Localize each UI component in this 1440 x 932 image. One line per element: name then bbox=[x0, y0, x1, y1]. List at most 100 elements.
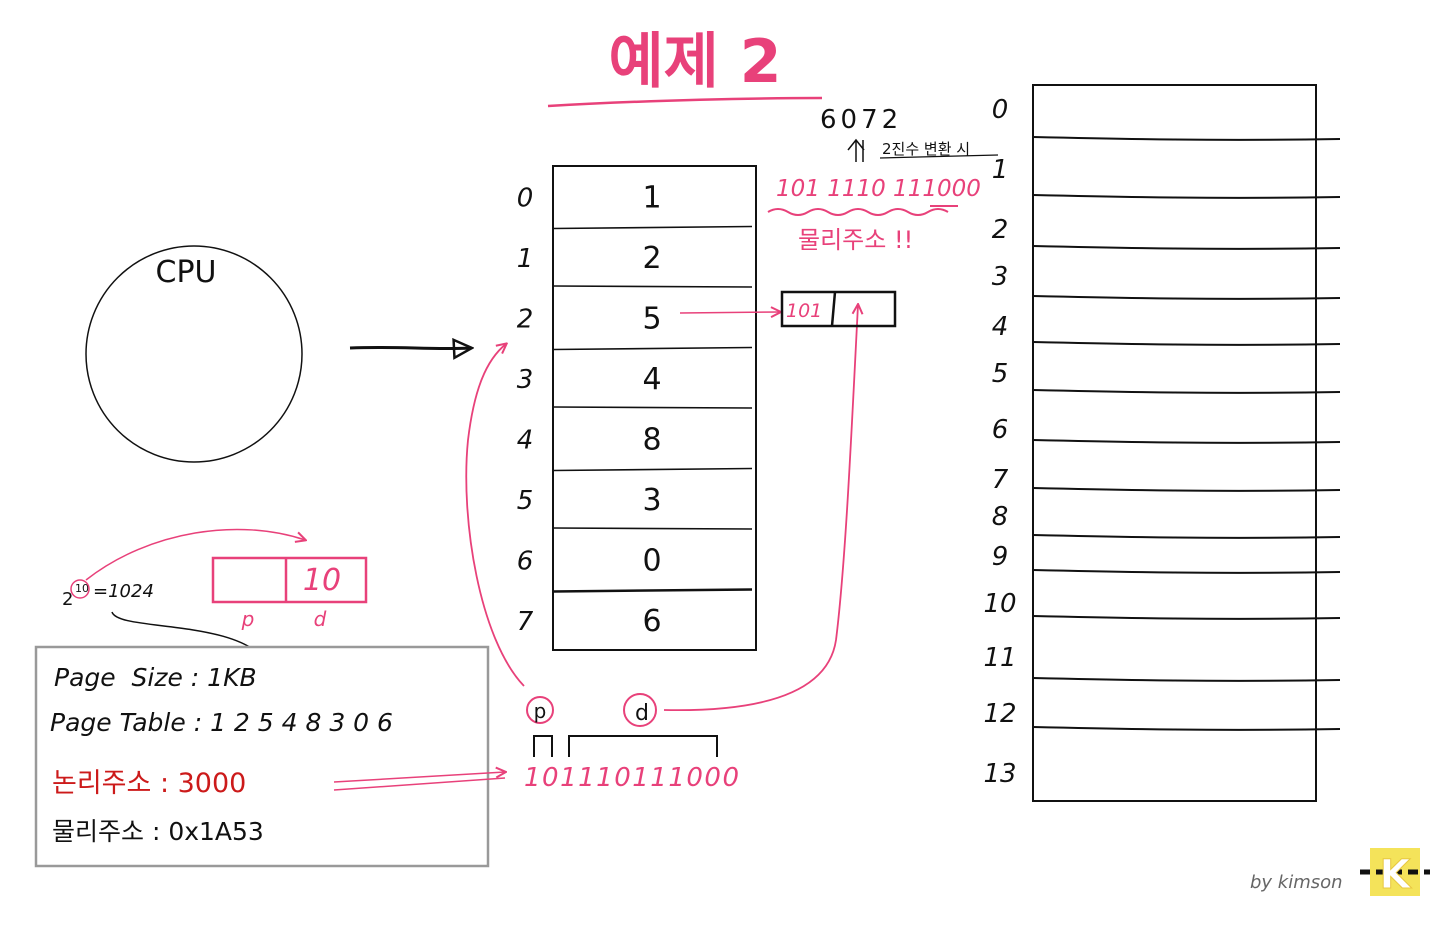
memory-row-line bbox=[1032, 136, 1341, 141]
page-index: 5 bbox=[517, 486, 534, 516]
offset-bits-count: 10 bbox=[303, 563, 341, 598]
memory-row-line bbox=[1032, 341, 1341, 346]
frame-number: 8 bbox=[642, 422, 661, 457]
frame-number: 4 bbox=[642, 362, 661, 397]
logical-to-bits-arrow bbox=[333, 772, 505, 783]
frame-index: 10 bbox=[983, 589, 1016, 619]
logical-to-bits-arrow-2 bbox=[333, 777, 506, 791]
page-table-row-line bbox=[552, 225, 753, 230]
frame-number: 2 bbox=[642, 241, 661, 276]
memory-row-line bbox=[1032, 677, 1341, 682]
frame-copy-arrow bbox=[679, 312, 780, 313]
offset-copy-arrow bbox=[663, 305, 858, 712]
physical-decimal: 6072 bbox=[820, 105, 902, 135]
page-index-lookup-arrow bbox=[465, 344, 525, 687]
frame-index: 4 bbox=[992, 312, 1009, 342]
page-index: 0 bbox=[517, 183, 534, 213]
page-table-row-line bbox=[552, 346, 753, 351]
frame-index: 7 bbox=[992, 465, 1009, 495]
frame-index: 3 bbox=[992, 262, 1009, 292]
logical-address-bits: 101110111000 bbox=[524, 763, 741, 793]
info-box bbox=[34, 645, 490, 868]
split-label-d: d bbox=[314, 607, 327, 631]
page-index: 2 bbox=[517, 304, 534, 334]
conversion-note-underline bbox=[879, 154, 999, 159]
physical-register-divider bbox=[830, 291, 837, 327]
exponent-to-offset-arrow bbox=[85, 528, 305, 581]
frame-index: 11 bbox=[983, 643, 1016, 673]
frame-number: 5 bbox=[642, 301, 661, 336]
info-logical-address: 논리주소 : 3000 bbox=[52, 768, 246, 799]
page-table-row-line bbox=[552, 285, 753, 288]
frame-number: 1 bbox=[642, 180, 661, 215]
physical-binary: 101 1110 111000 bbox=[776, 176, 981, 202]
info-physical-address: 물리주소 : 0x1A53 bbox=[52, 817, 264, 846]
exponent-circle bbox=[70, 579, 90, 599]
page-table-frames: 1 2 5 4 8 3 0 6 bbox=[642, 180, 661, 639]
offset-bits-marker-label: d bbox=[635, 701, 649, 726]
memory-row-line bbox=[1032, 295, 1341, 300]
cpu-label: CPU bbox=[156, 255, 217, 290]
cpu-to-table-arrow bbox=[349, 347, 472, 348]
frame-number: 3 bbox=[642, 483, 661, 518]
conversion-note: 2진수 변환 시 bbox=[882, 140, 970, 158]
address-split-box bbox=[211, 556, 368, 604]
page-table-row-lines bbox=[552, 225, 753, 593]
page-table-row-line bbox=[552, 467, 753, 472]
frame-index: 6 bbox=[992, 415, 1009, 445]
power-exponent: 10 bbox=[75, 582, 89, 595]
memory-row-line bbox=[1032, 726, 1341, 731]
cpu-circle bbox=[85, 245, 303, 463]
frame-index: 13 bbox=[983, 759, 1016, 789]
page-table-row-line bbox=[552, 588, 753, 593]
page-table-row-line bbox=[552, 527, 753, 530]
page-table: 0 1 2 3 4 5 6 7 1 2 5 4 8 3 0 6 bbox=[517, 165, 757, 651]
page-index: 1 bbox=[517, 244, 534, 274]
frame-index: 12 bbox=[983, 699, 1016, 729]
memory-row-line bbox=[1032, 389, 1341, 394]
offset-bits-marker bbox=[623, 693, 657, 727]
memory-row-line bbox=[1032, 439, 1341, 444]
physical-binary-underline bbox=[767, 205, 958, 216]
power-result: =1024 bbox=[93, 581, 154, 602]
page-index: 7 bbox=[517, 607, 534, 637]
memory-row-line bbox=[1032, 245, 1341, 250]
offset-bits-bracket bbox=[568, 735, 718, 757]
page-index: 3 bbox=[517, 365, 534, 395]
memory-row-line bbox=[1032, 615, 1341, 620]
memory-row-line bbox=[1032, 569, 1341, 574]
author-signature: by kimson bbox=[1250, 872, 1343, 893]
physical-register-frame: 101 bbox=[786, 300, 822, 322]
power-base: 2 bbox=[62, 589, 73, 610]
frame-number: 6 bbox=[642, 604, 661, 639]
frame-number: 0 bbox=[642, 543, 661, 578]
page-bits-marker-label: p bbox=[534, 699, 547, 723]
split-label-p: p bbox=[241, 607, 255, 631]
memory-row-line bbox=[1032, 534, 1341, 539]
memory-row-line bbox=[1032, 487, 1341, 492]
diagram-title: 예제 2 bbox=[608, 27, 781, 97]
page-index: 4 bbox=[517, 425, 534, 455]
page-bits-bracket bbox=[533, 735, 553, 757]
conversion-arrow bbox=[847, 138, 865, 162]
frame-index: 8 bbox=[992, 502, 1009, 532]
physical-memory-row-lines bbox=[1032, 136, 1341, 731]
frame-index: 2 bbox=[992, 215, 1009, 245]
info-page-size: Page Size : 1KB bbox=[54, 663, 257, 692]
logo-letter: K bbox=[1380, 852, 1413, 898]
frame-index: 1 bbox=[992, 155, 1009, 185]
page-bits-marker bbox=[526, 696, 554, 724]
page-table-row-line bbox=[552, 406, 753, 409]
title-underline bbox=[547, 96, 823, 108]
physical-address-label: 물리주소 !! bbox=[798, 226, 913, 254]
memory-row-line bbox=[1032, 194, 1341, 199]
frame-index: 5 bbox=[992, 359, 1009, 389]
frame-index: 9 bbox=[992, 542, 1009, 572]
info-page-table: Page Table : 1 2 5 4 8 3 0 6 bbox=[50, 708, 393, 737]
page-table-frame bbox=[552, 165, 757, 651]
physical-register-box bbox=[780, 290, 897, 328]
